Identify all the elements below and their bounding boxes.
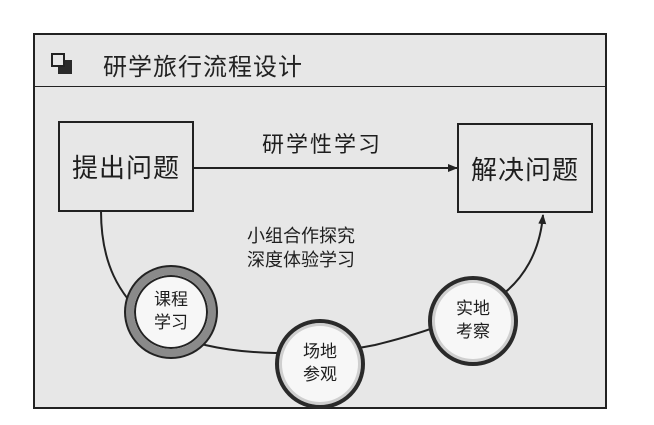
step-label-line2: 学习 xyxy=(154,313,188,333)
step-circle-site-visit: 场地 参观 xyxy=(275,319,365,409)
window-icon xyxy=(51,53,73,75)
start-node: 提出问题 xyxy=(58,121,194,212)
step-circle-field-survey: 实地 考察 xyxy=(428,276,518,366)
center-text-line-1: 小组合作探究 xyxy=(247,226,355,247)
step-label-line1: 场地 xyxy=(303,342,337,362)
title-bar: 研学旅行流程设计 xyxy=(35,35,605,87)
center-text-line-2: 深度体验学习 xyxy=(247,250,355,271)
arrow-label: 研学性学习 xyxy=(262,133,383,158)
step-circle-course-study: 课程 学习 xyxy=(126,267,216,357)
step-label-line2: 参观 xyxy=(303,365,337,385)
step-label-line2: 考察 xyxy=(456,322,490,342)
diagram-title: 研学旅行流程设计 xyxy=(103,53,303,81)
step-label-line1: 课程 xyxy=(154,290,188,310)
end-node: 解决问题 xyxy=(457,123,593,213)
step-label-line1: 实地 xyxy=(456,299,490,319)
